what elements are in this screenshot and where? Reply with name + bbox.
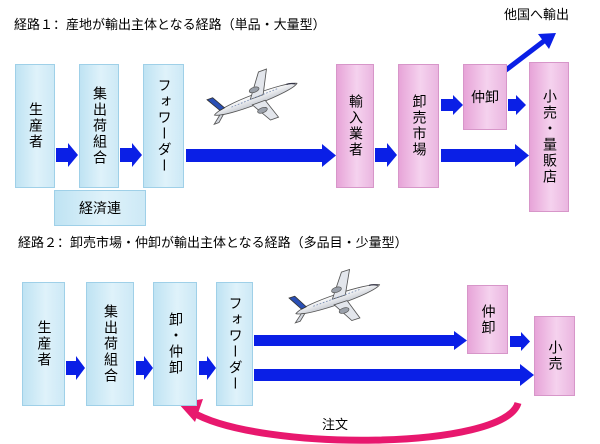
r1-market-label: 卸売市場 — [410, 94, 427, 158]
r2-collector-box: 集出荷組合 — [86, 282, 134, 406]
r1-arrow-middleman-retail — [508, 95, 526, 115]
r1-arrow-middleman-export — [500, 33, 556, 75]
r1-arrow-market-middleman — [441, 95, 463, 115]
r1-importer-label: 輸入業者 — [347, 94, 363, 158]
r2-middleman-label: 仲卸 — [479, 303, 496, 336]
airplane-icon — [288, 268, 381, 324]
r1-retail-box: 小売・量販店 — [529, 62, 569, 212]
r2-retail-label: 小売 — [546, 340, 563, 372]
r1-producer-box: 生産者 — [15, 64, 55, 188]
r1-market-box: 卸売市場 — [398, 64, 439, 188]
r1-arrow-forwarder-importer — [186, 144, 336, 167]
r1-arrow-market-retail — [441, 144, 529, 167]
r2-forwarder-box: フォワーダー — [216, 282, 253, 406]
r2-arrow-collector-wholesale — [136, 356, 153, 380]
r2-producer-box: 生産者 — [22, 282, 65, 406]
r1-middleman-label: 仲卸 — [471, 90, 499, 106]
r2-arrow-producer-collector — [66, 356, 85, 380]
r2-arrow-forwarder-retail — [254, 364, 534, 386]
r1-arrow-producer-collector — [56, 143, 78, 167]
export-other-label: 他国へ輸出 — [504, 8, 570, 23]
r1-retail-label: 小売・量販店 — [541, 89, 557, 185]
r1-collector-label: 集出荷組合 — [91, 86, 107, 166]
r1-forwarder-box: フォワーダー — [143, 64, 184, 188]
r2-collector-label: 集出荷組合 — [102, 304, 118, 384]
r2-wholesale-box: 卸・仲卸 — [153, 282, 197, 406]
r1-federation-label: 経済連 — [79, 201, 121, 217]
route1-title: 経路１：産地が輸出主体となる経路（単品・大量型） — [14, 18, 326, 33]
r2-middleman-box: 仲卸 — [467, 285, 508, 354]
r2-producer-label: 生産者 — [35, 320, 52, 368]
r1-forwarder-label: フォワーダー — [155, 78, 172, 174]
order-label: 注文 — [322, 418, 349, 433]
r2-retail-box: 小売 — [534, 316, 575, 396]
r2-arrow-forwarder-middleman — [254, 331, 467, 350]
r2-forwarder-label: フォワーダー — [226, 296, 243, 392]
airplane-icon — [206, 68, 298, 126]
route2-title: 経路２：卸売市場・仲卸が輸出主体となる経路（多品目・少量型） — [18, 236, 408, 251]
r2-arrow-wholesale-forwarder — [199, 356, 216, 380]
r1-middleman-box: 仲卸 — [463, 64, 507, 130]
r2-wholesale-label: 卸・仲卸 — [167, 312, 183, 376]
r1-producer-label: 生産者 — [27, 102, 43, 150]
r1-arrow-collector-forwarder — [120, 143, 142, 167]
r2-arrow-middleman-retail — [510, 332, 530, 351]
r1-federation-box: 経済連 — [54, 190, 146, 226]
r1-collector-box: 集出荷組合 — [79, 64, 119, 188]
r1-arrow-importer-market — [375, 143, 397, 167]
r1-importer-box: 輸入業者 — [336, 64, 374, 188]
